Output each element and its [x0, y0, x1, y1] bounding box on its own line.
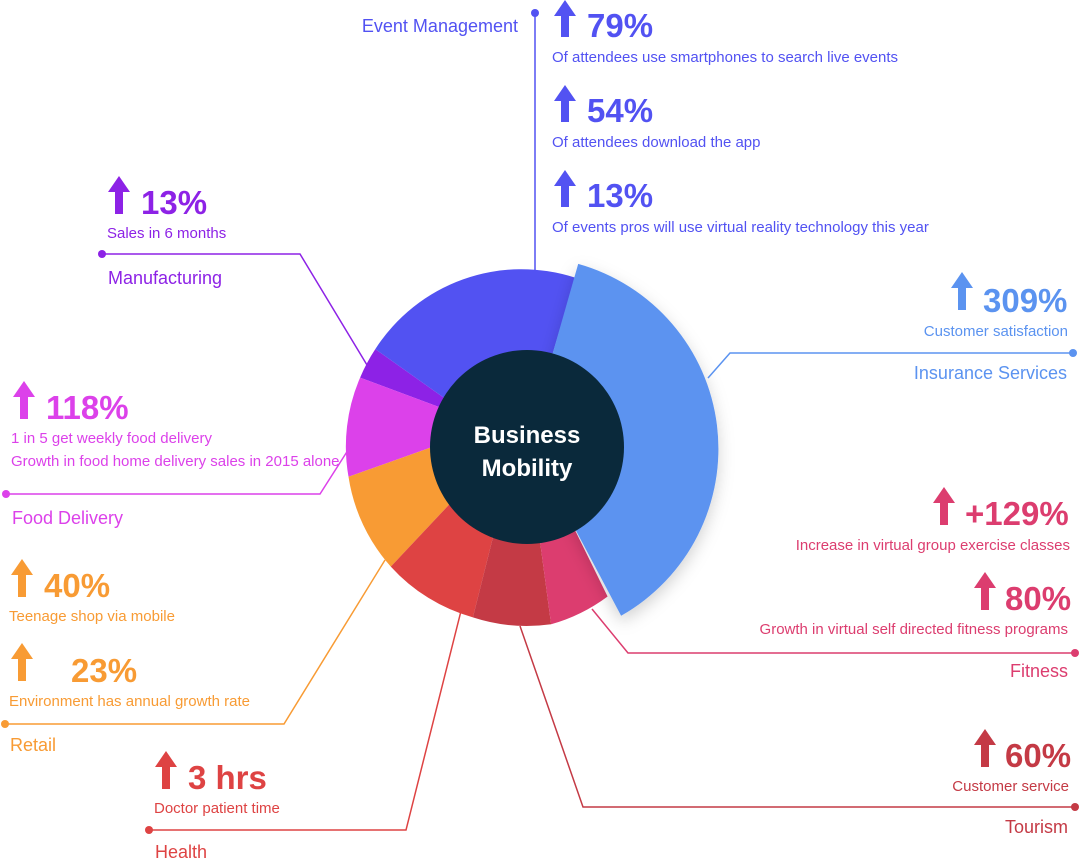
insurance-stat-value: 309% — [983, 282, 1068, 319]
leader-line-health — [149, 610, 462, 831]
food-stat-desc-2: Growth in food home delivery sales in 20… — [11, 453, 340, 470]
retail-stat-desc-1: Teenage shop via mobile — [9, 608, 175, 625]
segment-food-delivery — [345, 377, 442, 477]
leader-line-tourism — [519, 625, 1075, 808]
retail-stat-value-2: 23% — [71, 652, 138, 689]
center-circle — [430, 350, 624, 544]
leader-dot-insurance — [1069, 349, 1077, 357]
arrow-up-icon — [554, 85, 576, 122]
leader-lines — [1, 9, 1079, 834]
insurance-services-label: Insurance Services — [913, 363, 1067, 383]
segment-insurance-services — [551, 263, 719, 616]
leader-dot-food — [2, 490, 10, 498]
event-stat-desc-2: Of attendees download the app — [552, 134, 761, 151]
leader-line-manufacturing — [102, 253, 368, 366]
leader-line-retail — [5, 559, 386, 725]
leader-dot-event — [531, 9, 539, 17]
fitness-stat-desc-1: Increase in virtual group exercise class… — [795, 537, 1070, 554]
tourism-stat-value: 60% — [1005, 737, 1072, 774]
leader-dot-tourism — [1071, 803, 1079, 811]
event-stat-value-2: 54% — [587, 92, 654, 129]
arrow-up-icon — [974, 572, 996, 610]
fitness-label: Fitness — [1009, 661, 1068, 681]
retail-stat-value-1: 40% — [44, 567, 111, 604]
arrow-up-icon — [108, 176, 130, 214]
arrow-up-icon — [11, 559, 33, 597]
leader-dot-fitness — [1071, 649, 1079, 657]
leader-dot-retail — [1, 720, 9, 728]
health-stat-desc: Doctor patient time — [154, 800, 280, 817]
leader-line-food — [6, 446, 351, 495]
event-stat-desc-3: Of events pros will use virtual reality … — [552, 219, 929, 236]
leader-line-fitness — [591, 608, 1075, 654]
manufacturing-label: Manufacturing — [108, 268, 223, 288]
segment-event-management — [375, 269, 576, 400]
insurance-stat-desc: Customer satisfaction — [923, 323, 1068, 340]
arrow-up-icon — [554, 0, 576, 37]
retail-stat-desc-2: Environment has annual growth rate — [9, 693, 250, 710]
manufacturing-stat-desc: Sales in 6 months — [107, 225, 227, 242]
event-stat-value-1: 79% — [587, 7, 654, 44]
leader-line-insurance — [707, 352, 1073, 379]
fitness-stat-desc-2: Growth in virtual self directed fitness … — [759, 621, 1068, 638]
retail-label: Retail — [10, 735, 57, 755]
arrows — [11, 0, 996, 789]
food-stat-desc-1: 1 in 5 get weekly food delivery — [11, 430, 212, 447]
fitness-stat-value-1: +129% — [965, 495, 1069, 532]
fitness-stat-value-2: 80% — [1005, 580, 1072, 617]
arrow-up-icon — [13, 381, 35, 419]
center-title-line1: Business — [474, 422, 581, 449]
arrow-up-icon — [951, 272, 973, 310]
arrow-up-icon — [974, 729, 996, 767]
manufacturing-stat-value: 13% — [141, 184, 208, 221]
health-label: Health — [155, 842, 208, 862]
center-title-line2: Mobility — [482, 455, 573, 482]
arrow-up-icon — [155, 751, 177, 789]
event-stat-value-3: 13% — [587, 177, 654, 214]
segment-manufacturing — [360, 349, 447, 408]
arrow-up-icon — [554, 170, 576, 207]
health-stat-value: 3 hrs — [188, 759, 267, 796]
tourism-stat-desc: Customer service — [952, 778, 1069, 795]
tourism-label: Tourism — [1004, 817, 1068, 837]
event-stat-desc-1: Of attendees use smartphones to search l… — [552, 49, 899, 66]
food-delivery-label: Food Delivery — [12, 508, 124, 528]
leader-dot-health — [145, 826, 153, 834]
event-management-label: Event Management — [361, 16, 518, 36]
arrow-up-icon — [933, 487, 955, 525]
segment-retail — [348, 443, 461, 567]
leader-dot-manufacturing — [98, 250, 106, 258]
arrow-up-icon — [11, 643, 33, 681]
food-stat-value: 118% — [46, 389, 129, 426]
